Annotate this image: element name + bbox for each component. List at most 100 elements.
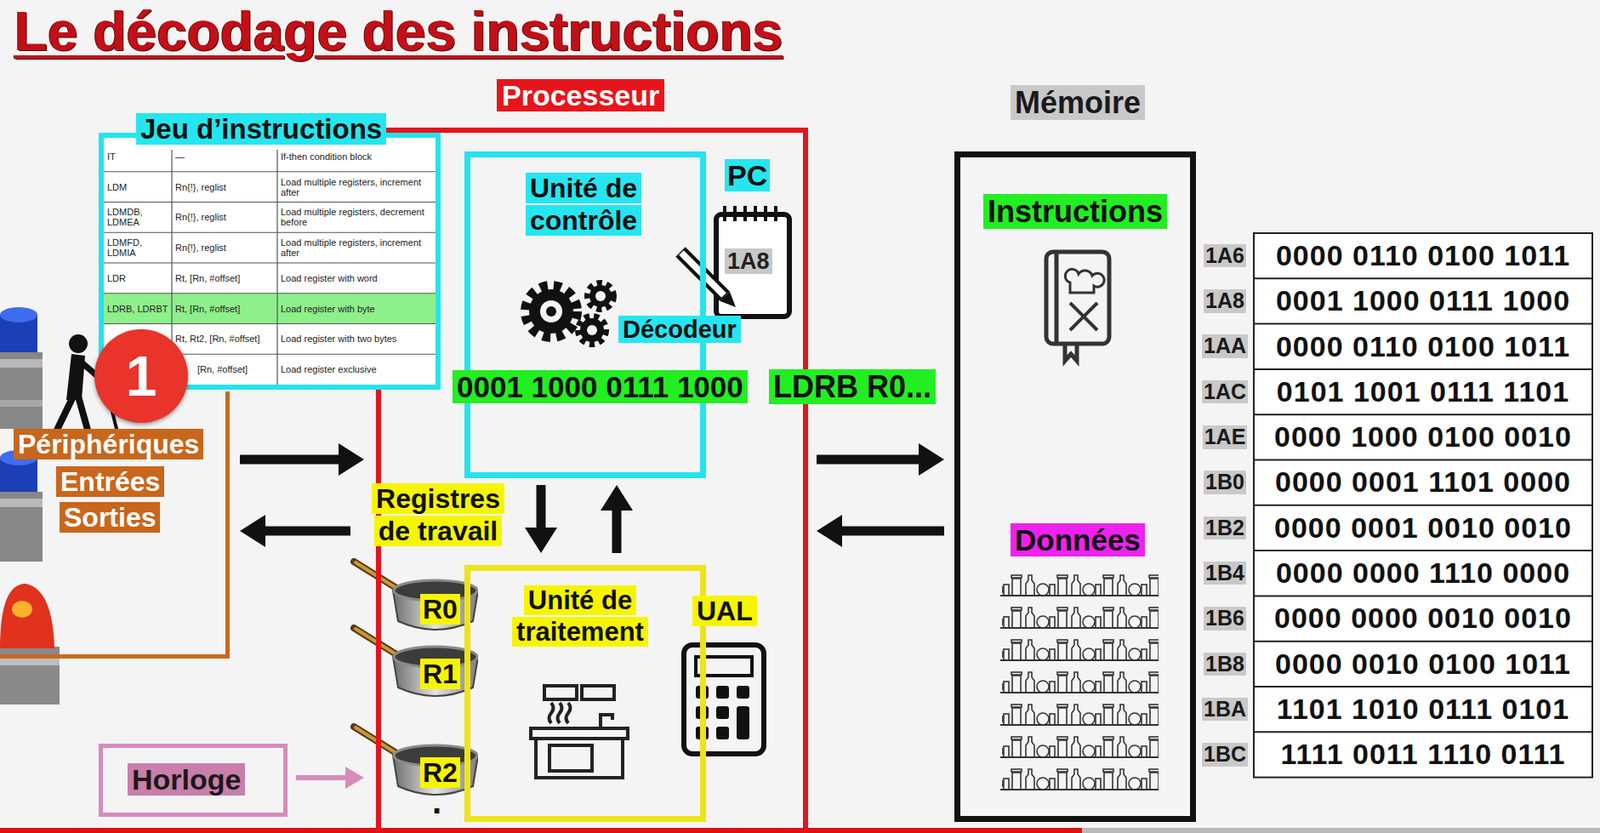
table-cell: LDR (107, 262, 169, 294)
pantry-shelves (1000, 571, 1159, 790)
binary-word-text: 0000 0001 0010 0010 (1274, 512, 1572, 544)
red-indicator-light (0, 583, 60, 705)
kitchen-icon (544, 685, 577, 700)
memory-word: 0000 0001 1101 0000 (1253, 460, 1593, 506)
calculator-icon (683, 644, 764, 754)
binary-instruction: 0001 1000 0111 1000 (452, 369, 748, 405)
memory-word: 0000 0010 0100 1011 (1253, 641, 1593, 687)
recipe-book-icon (1064, 268, 1105, 293)
pantry-shelves (1002, 733, 1159, 758)
table-cell-text: Rt, Rt2, [Rn, #offset] (175, 333, 260, 344)
memory-word: 0001 1000 0111 1000 (1253, 278, 1593, 324)
address-text: 1AC (1201, 380, 1248, 405)
memory-address: 1B8 (1197, 641, 1253, 687)
kitchen-icon (549, 745, 593, 771)
memory-table-grid (1253, 278, 1593, 732)
text-holder: Horloge (127, 762, 245, 797)
connector-line (239, 455, 341, 465)
notepad-icon (716, 205, 790, 317)
connector-arrow (816, 443, 945, 476)
arrow-head (600, 484, 633, 511)
table-cell: Load multiple registers, decrement befor… (280, 202, 433, 234)
memory-address: 1B0 (1197, 460, 1253, 506)
label-text: Entrées (56, 466, 165, 497)
table-cell: IT (107, 141, 169, 172)
memory-address: 1AC (1197, 369, 1253, 415)
memory-address: 1BA (1197, 686, 1253, 732)
text-holder: Instructions (983, 193, 1168, 230)
pan-icon (353, 726, 479, 795)
recipe-book-icon (1064, 343, 1077, 361)
table-cell: Rt, [Rn, #offset] (175, 262, 274, 294)
address-text: 1B2 (1203, 516, 1247, 541)
blue-push-button (0, 307, 38, 323)
calculator-icon (716, 685, 729, 699)
gears-icon (580, 318, 604, 342)
table-cell-text: LDM (107, 182, 127, 193)
text-holder: Unité de contrôle (500, 172, 667, 238)
pencil-icon (719, 290, 736, 308)
pantry-shelves (1000, 595, 1159, 790)
label-text: R1 (420, 658, 461, 689)
table-cell-text: Load register with two bytes (280, 333, 397, 344)
connector-arrow (600, 484, 633, 553)
pantry-shelves (1002, 700, 1159, 725)
dot-text: . (432, 782, 442, 820)
memory-word: 0101 1001 0111 1101 (1253, 369, 1593, 415)
blue-push-button (0, 399, 43, 407)
address-text: 1B6 (1203, 606, 1247, 631)
red-indicator-light (11, 600, 33, 618)
peripherals-box: PériphériquesEntréesSorties (0, 391, 230, 659)
label-text: Jeu d’instructions (136, 113, 387, 145)
binary-word-text: 0000 0010 0100 1011 (1275, 648, 1572, 680)
table-cell: Rt, Rt2, [Rn, #offset] (175, 324, 274, 355)
binary-word-text: 1111 0011 1110 0111 (1281, 738, 1566, 770)
connector-line (840, 526, 945, 536)
text-holder: R0 (420, 593, 461, 627)
table-cell: LDRB, LDRBT (107, 293, 169, 325)
label-text: 1A8 (724, 248, 773, 274)
text-holder: Données (1010, 522, 1145, 558)
clock-box: Horloge (98, 743, 288, 817)
memory-address: 1AA (1197, 324, 1253, 370)
label-text: Registres de travail (371, 483, 505, 547)
address-text: 1A8 (1203, 289, 1247, 314)
text-holder: Sorties (59, 501, 160, 535)
label-text: Processeur (496, 79, 665, 112)
table-cell: Load register with word (280, 262, 433, 294)
binary-word-text: 0001 1000 0111 1000 (1275, 284, 1571, 317)
pan-icon (353, 627, 479, 696)
blue-push-button (0, 307, 43, 429)
table-cell-text: Load multiple registers, increment after (280, 237, 433, 258)
gears-icon (595, 290, 606, 302)
recipe-book-icon (1070, 302, 1098, 331)
label-text: Données (1010, 523, 1145, 557)
text-holder: 0001 1000 0111 1000 (452, 369, 748, 405)
table-cell: LDMFD, LDMIA (107, 232, 169, 263)
table-cell: [Rn, #offset] (197, 353, 274, 385)
table-cell-text: LDMDB, LDMEA (107, 206, 169, 228)
progress-bar (0, 827, 1082, 833)
table-cell-text: — (175, 151, 185, 162)
recipe-book-icon (1046, 251, 1110, 344)
man-silhouette (68, 334, 88, 354)
kitchen-icon (581, 685, 615, 700)
address-text: 1AE (1202, 425, 1248, 450)
table-cell: Rt, [Rn, #offset] (175, 293, 274, 325)
table-cell-text: LDR (107, 273, 126, 284)
connector-line (296, 774, 348, 781)
gears-icon (525, 285, 577, 337)
text-holder: PC (724, 158, 770, 193)
pan-icon (353, 561, 479, 630)
label-text: Décodeur (618, 315, 741, 343)
processing-unit-box: Unité de traitement (464, 564, 707, 822)
recipe-book-icon (1054, 253, 1060, 342)
binary-word-text: 0000 0001 1101 0000 (1275, 466, 1572, 498)
table-cell-text: Rn{!}, reglist (175, 242, 227, 253)
memory-word: 0000 0000 0010 0010 (1253, 595, 1593, 641)
binary-word-text: 0000 0000 1110 0000 (1275, 557, 1571, 589)
pantry-shelves (1002, 765, 1159, 790)
text-holder: Unité de traitement (501, 585, 659, 648)
table-cell: Load multiple registers, increment after (280, 171, 433, 203)
arrow-head (816, 514, 843, 547)
